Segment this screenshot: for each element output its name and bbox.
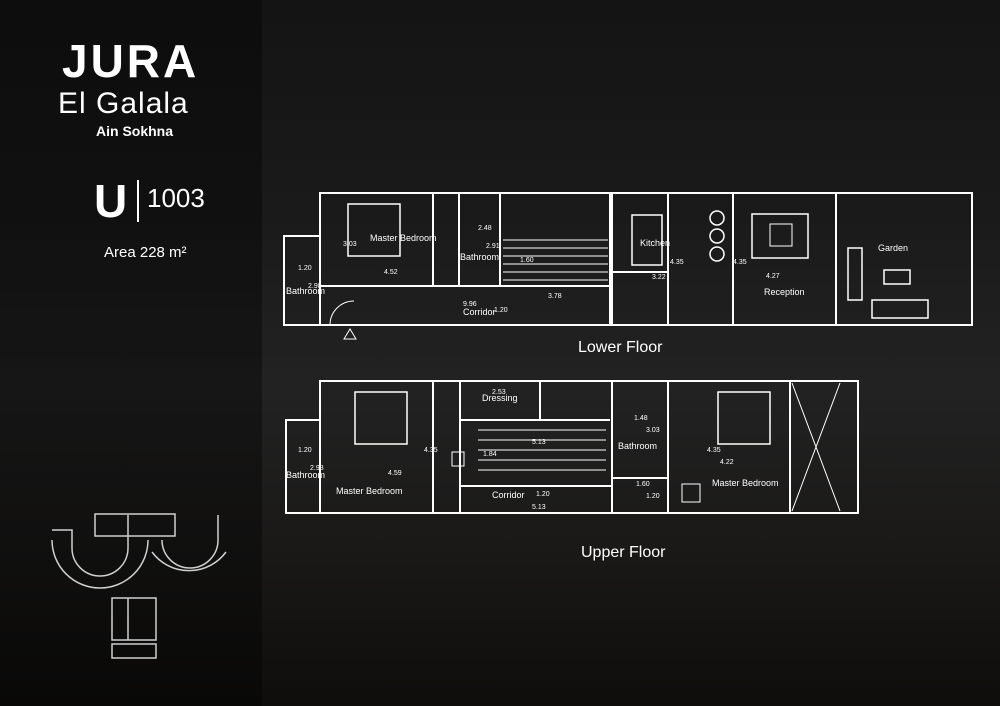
- brand-logo: JURA: [62, 35, 200, 87]
- lower-dim-1: 3.03: [343, 241, 357, 248]
- upper-bath-block: [285, 419, 321, 514]
- upper-floor-plan: [285, 380, 859, 514]
- lower-room-kitchen: Kitchen: [640, 238, 670, 248]
- upper-dim-4: 4.59: [388, 470, 402, 477]
- lower-room-corridor: Corridor: [463, 307, 496, 317]
- upper-dim-7: 5.13: [532, 439, 546, 446]
- lower-room-reception: Reception: [764, 287, 805, 297]
- upper-dim-10: 1.48: [634, 415, 648, 422]
- lower-floor-label: Lower Floor: [578, 339, 663, 356]
- unit-separator: [137, 180, 139, 222]
- location-key-plan: [51, 513, 227, 659]
- brand-subtitle: El Galala: [58, 87, 189, 120]
- lower-room-bathroom-2: Bathroom: [286, 286, 325, 296]
- lower-room-garden: Garden: [878, 243, 908, 253]
- upper-dim-6: 1.84: [483, 451, 497, 458]
- unit-number: 1003: [147, 183, 205, 213]
- lower-dim-9: 3.78: [548, 293, 562, 300]
- lower-dim-5: 1.20: [298, 265, 312, 272]
- upper-dim-3: 2.98: [310, 465, 324, 472]
- lower-room-master-bedroom: Master Bedroom: [370, 233, 437, 243]
- upper-dim-12: 1.60: [636, 481, 650, 488]
- unit-area: Area 228 m²: [104, 244, 187, 261]
- lower-dim-4: 2.91: [486, 243, 500, 250]
- upper-dim-14: 4.35: [707, 447, 721, 454]
- lower-dim-12: 4.35: [733, 259, 747, 266]
- lower-floor-plan: [283, 192, 973, 340]
- upper-dim-2: 1.20: [298, 447, 312, 454]
- lower-dim-11: 3.22: [652, 274, 666, 281]
- lower-dim-6: 2.98: [308, 283, 322, 290]
- lower-bath-block: [283, 235, 321, 326]
- upper-dim-15: 4.22: [720, 459, 734, 466]
- upper-dim-9: 5.13: [532, 504, 546, 511]
- lower-right-block: [611, 192, 973, 326]
- upper-room-dressing: Dressing: [482, 393, 518, 403]
- lower-dim-10: 4.35: [670, 259, 684, 266]
- lower-dim-14: 1.60: [520, 257, 534, 264]
- lower-dim-2: 4.52: [384, 269, 398, 276]
- upper-dim-13: 1.20: [646, 493, 660, 500]
- upper-dim-1: 2.53: [492, 389, 506, 396]
- upper-room-master-bedroom-1: Master Bedroom: [336, 486, 403, 496]
- upper-room-corridor: Corridor: [492, 490, 525, 500]
- unit-letter: U: [94, 175, 128, 227]
- upper-dim-5: 4.35: [424, 447, 438, 454]
- upper-room-master-bedroom-2: Master Bedroom: [712, 478, 779, 488]
- lower-dim-13: 4.27: [766, 273, 780, 280]
- side-panel: [0, 0, 262, 706]
- upper-room-bathroom-1: Bathroom: [286, 470, 325, 480]
- lower-dim-7: 9.96: [463, 301, 477, 308]
- upper-dim-11: 3.03: [646, 427, 660, 434]
- brand-location: Ain Sokhna: [96, 123, 174, 139]
- upper-floor-label: Upper Floor: [581, 544, 666, 561]
- lower-dim-3: 2.48: [478, 225, 492, 232]
- upper-dim-8: 1.20: [536, 491, 550, 498]
- lower-room-bathroom-1: Bathroom: [460, 252, 499, 262]
- lower-dim-8: 1.20: [494, 307, 508, 314]
- upper-room-bathroom-2: Bathroom: [618, 441, 657, 451]
